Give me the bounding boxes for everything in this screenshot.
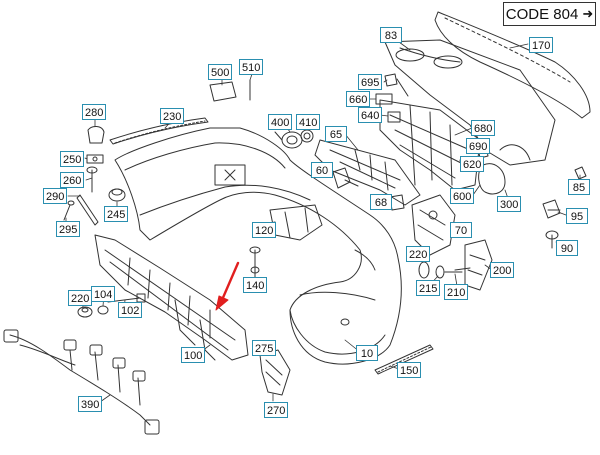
callout-275[interactable]: 275 (252, 340, 277, 356)
screw-90 (545, 230, 559, 249)
trim-strip-230 (109, 117, 209, 145)
callout-150[interactable]: 150 (397, 362, 422, 378)
callout-680[interactable]: 680 (471, 120, 496, 136)
callout-68[interactable]: 68 (370, 194, 392, 210)
code-label-box: CODE 804 ➜ (503, 2, 596, 26)
clip-280 (87, 126, 105, 144)
callout-215[interactable]: 215 (416, 280, 441, 296)
nut-245 (108, 188, 126, 202)
sensor-400 (274, 131, 303, 149)
callout-690[interactable]: 690 (466, 138, 491, 154)
callout-390[interactable]: 390 (78, 396, 103, 412)
corner-trim-270 (259, 349, 291, 396)
screw-295 (63, 200, 75, 221)
screw-140 (249, 246, 261, 279)
bracket-83 (384, 39, 556, 166)
pointer-arrow (215, 261, 240, 311)
callout-620[interactable]: 620 (460, 156, 485, 172)
callout-83[interactable]: 83 (380, 27, 402, 43)
callout-95[interactable]: 95 (566, 208, 588, 224)
callout-220-right[interactable]: 220 (406, 246, 431, 262)
clip-660 (375, 93, 393, 105)
plug-85 (574, 166, 587, 180)
arrow-right-icon: ➜ (582, 6, 594, 21)
callout-295[interactable]: 295 (56, 221, 81, 237)
callout-660[interactable]: 660 (346, 91, 371, 107)
nut-220-right (418, 261, 430, 279)
callout-70[interactable]: 70 (450, 222, 472, 238)
wiring-harness-390 (3, 329, 160, 435)
callout-104[interactable]: 104 (91, 286, 116, 302)
callout-280[interactable]: 280 (82, 104, 107, 120)
callout-600[interactable]: 600 (450, 188, 475, 204)
callout-100[interactable]: 100 (181, 347, 206, 363)
washer-104 (97, 305, 109, 315)
nut-220-left (77, 306, 93, 318)
bracket-200 (454, 239, 493, 291)
bracket-65 (314, 139, 421, 206)
callout-220-left[interactable]: 220 (68, 290, 93, 306)
code-label: CODE 804 (505, 5, 579, 23)
callout-102[interactable]: 102 (118, 302, 143, 318)
callout-270[interactable]: 270 (264, 402, 289, 418)
bracket-60 (332, 167, 359, 189)
screw-260 (86, 166, 98, 193)
bracket-95 (542, 199, 561, 219)
diffuser-panel-170 (434, 11, 591, 119)
impact-bar-100 (94, 234, 249, 361)
bracket-70 (411, 194, 456, 256)
trim-strip-150 (374, 344, 434, 375)
callout-290[interactable]: 290 (43, 188, 68, 204)
panel-500 (209, 79, 251, 102)
callout-260[interactable]: 260 (60, 172, 85, 188)
callout-85[interactable]: 85 (568, 179, 590, 195)
leader-lines (65, 41, 581, 403)
callout-230[interactable]: 230 (160, 108, 185, 124)
callout-10[interactable]: 10 (356, 345, 378, 361)
clip-695 (384, 73, 409, 97)
bumper-cover-10 (114, 127, 402, 365)
callout-400[interactable]: 400 (268, 114, 293, 130)
callout-410[interactable]: 410 (296, 114, 321, 130)
callout-65[interactable]: 65 (325, 126, 347, 142)
callout-300[interactable]: 300 (497, 196, 522, 212)
callout-695[interactable]: 695 (358, 74, 383, 90)
ring-410 (300, 129, 314, 143)
callout-90[interactable]: 90 (556, 240, 578, 256)
callout-170[interactable]: 170 (529, 37, 554, 53)
callout-640[interactable]: 640 (358, 107, 383, 123)
callout-510[interactable]: 510 (239, 59, 264, 75)
clip-640 (387, 111, 401, 123)
callout-200[interactable]: 200 (490, 262, 515, 278)
washer-215 (435, 265, 445, 279)
callout-120[interactable]: 120 (252, 222, 277, 238)
callout-140[interactable]: 140 (243, 277, 268, 293)
strip-290 (76, 194, 99, 226)
callout-250[interactable]: 250 (60, 151, 85, 167)
callout-60[interactable]: 60 (311, 162, 333, 178)
callout-500[interactable]: 500 (208, 64, 233, 80)
clip-250 (86, 154, 104, 164)
callout-245[interactable]: 245 (104, 206, 129, 222)
callout-210[interactable]: 210 (444, 284, 469, 300)
